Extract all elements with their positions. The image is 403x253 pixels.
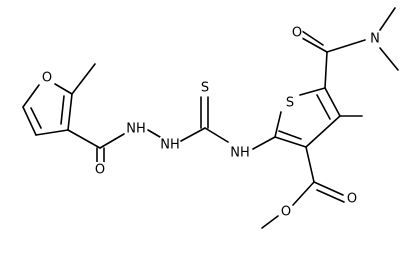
atom-label-background <box>126 121 146 137</box>
atom-label-background <box>346 191 358 207</box>
atom-label-s-thiourea: S <box>201 81 209 96</box>
bond-furan-c5-o <box>22 84 40 108</box>
bond-furan-c2-c3-double <box>60 95 65 125</box>
bond-thiophene-c5-c4-double <box>316 94 331 120</box>
atom-label-nh-hydrazide-2: NH <box>160 138 180 153</box>
bond-nh1-nh2 <box>147 129 161 138</box>
bond-nh2-thiocarbonyl <box>180 127 206 142</box>
atom-label-o-ester-carbonyl: O <box>347 192 357 207</box>
atom-label-s-thiophene: S <box>286 96 294 111</box>
bond-amide-cn <box>326 39 366 53</box>
bond-ester-c-o <box>292 181 315 206</box>
atom-label-background <box>94 162 106 178</box>
bond-furan-c2-c3 <box>67 93 73 131</box>
atom-label-background <box>291 25 303 41</box>
bond-thiocarbonyl-nh <box>204 127 229 143</box>
bonds-layer <box>22 7 399 229</box>
bond-c3-carbonyl <box>67 129 101 149</box>
bond-thiophene-c3-c2 <box>274 136 307 148</box>
atom-label-background <box>284 95 296 111</box>
bond-furan-methyl <box>71 63 96 95</box>
bond-c5-amide-carbon <box>324 51 328 89</box>
atom-label-o-furan: O <box>42 71 52 86</box>
atom-label-background <box>230 145 250 161</box>
atom-label-nh-thiourea: NH <box>230 146 250 161</box>
bond-amide-co-double <box>301 30 324 46</box>
bond-furan-c3-c4 <box>35 129 69 136</box>
atom-label-background <box>160 137 180 153</box>
bond-ester-o-methyl <box>261 215 279 229</box>
bond-furan-c4-c5-double <box>30 107 42 129</box>
atom-label-nh-hydrazide-1: NH <box>126 122 146 137</box>
atom-label-o-ester-single: O <box>281 205 291 220</box>
atom-labels-layer: O N S S O NH NH NH O O O <box>41 25 381 220</box>
bond-carbonyl-nh1 <box>99 133 125 149</box>
bond-thiophene-c4-c3 <box>305 115 341 148</box>
bond-ester-co-double <box>316 189 345 203</box>
bond-thiophene-c5-c4 <box>324 87 341 117</box>
bond-ester-co <box>313 181 344 196</box>
bond-n-methyl-down <box>379 47 399 71</box>
bond-n-methyl-up <box>379 7 396 31</box>
atom-label-n-dimethyl: N <box>370 32 380 47</box>
atom-label-background <box>280 204 292 220</box>
atom-label-background <box>41 70 53 86</box>
bond-nh-thiophene <box>252 136 276 150</box>
atom-label-background <box>369 31 381 47</box>
atom-label-o-hydrazide: O <box>95 163 105 178</box>
bond-furan-o-c2 <box>54 83 73 95</box>
bond-thiophene-c2-s <box>274 111 282 138</box>
bond-amide-co <box>301 37 328 53</box>
bond-thiophene-c3-c2-double <box>278 130 302 140</box>
atom-label-o-dimethylamide: O <box>292 26 302 41</box>
bond-c3-ester-carbon <box>305 146 315 183</box>
atom-label-background <box>199 80 211 96</box>
bond-furan-c4-c5 <box>22 106 37 136</box>
bond-thiophene-s-c5 <box>299 87 326 96</box>
